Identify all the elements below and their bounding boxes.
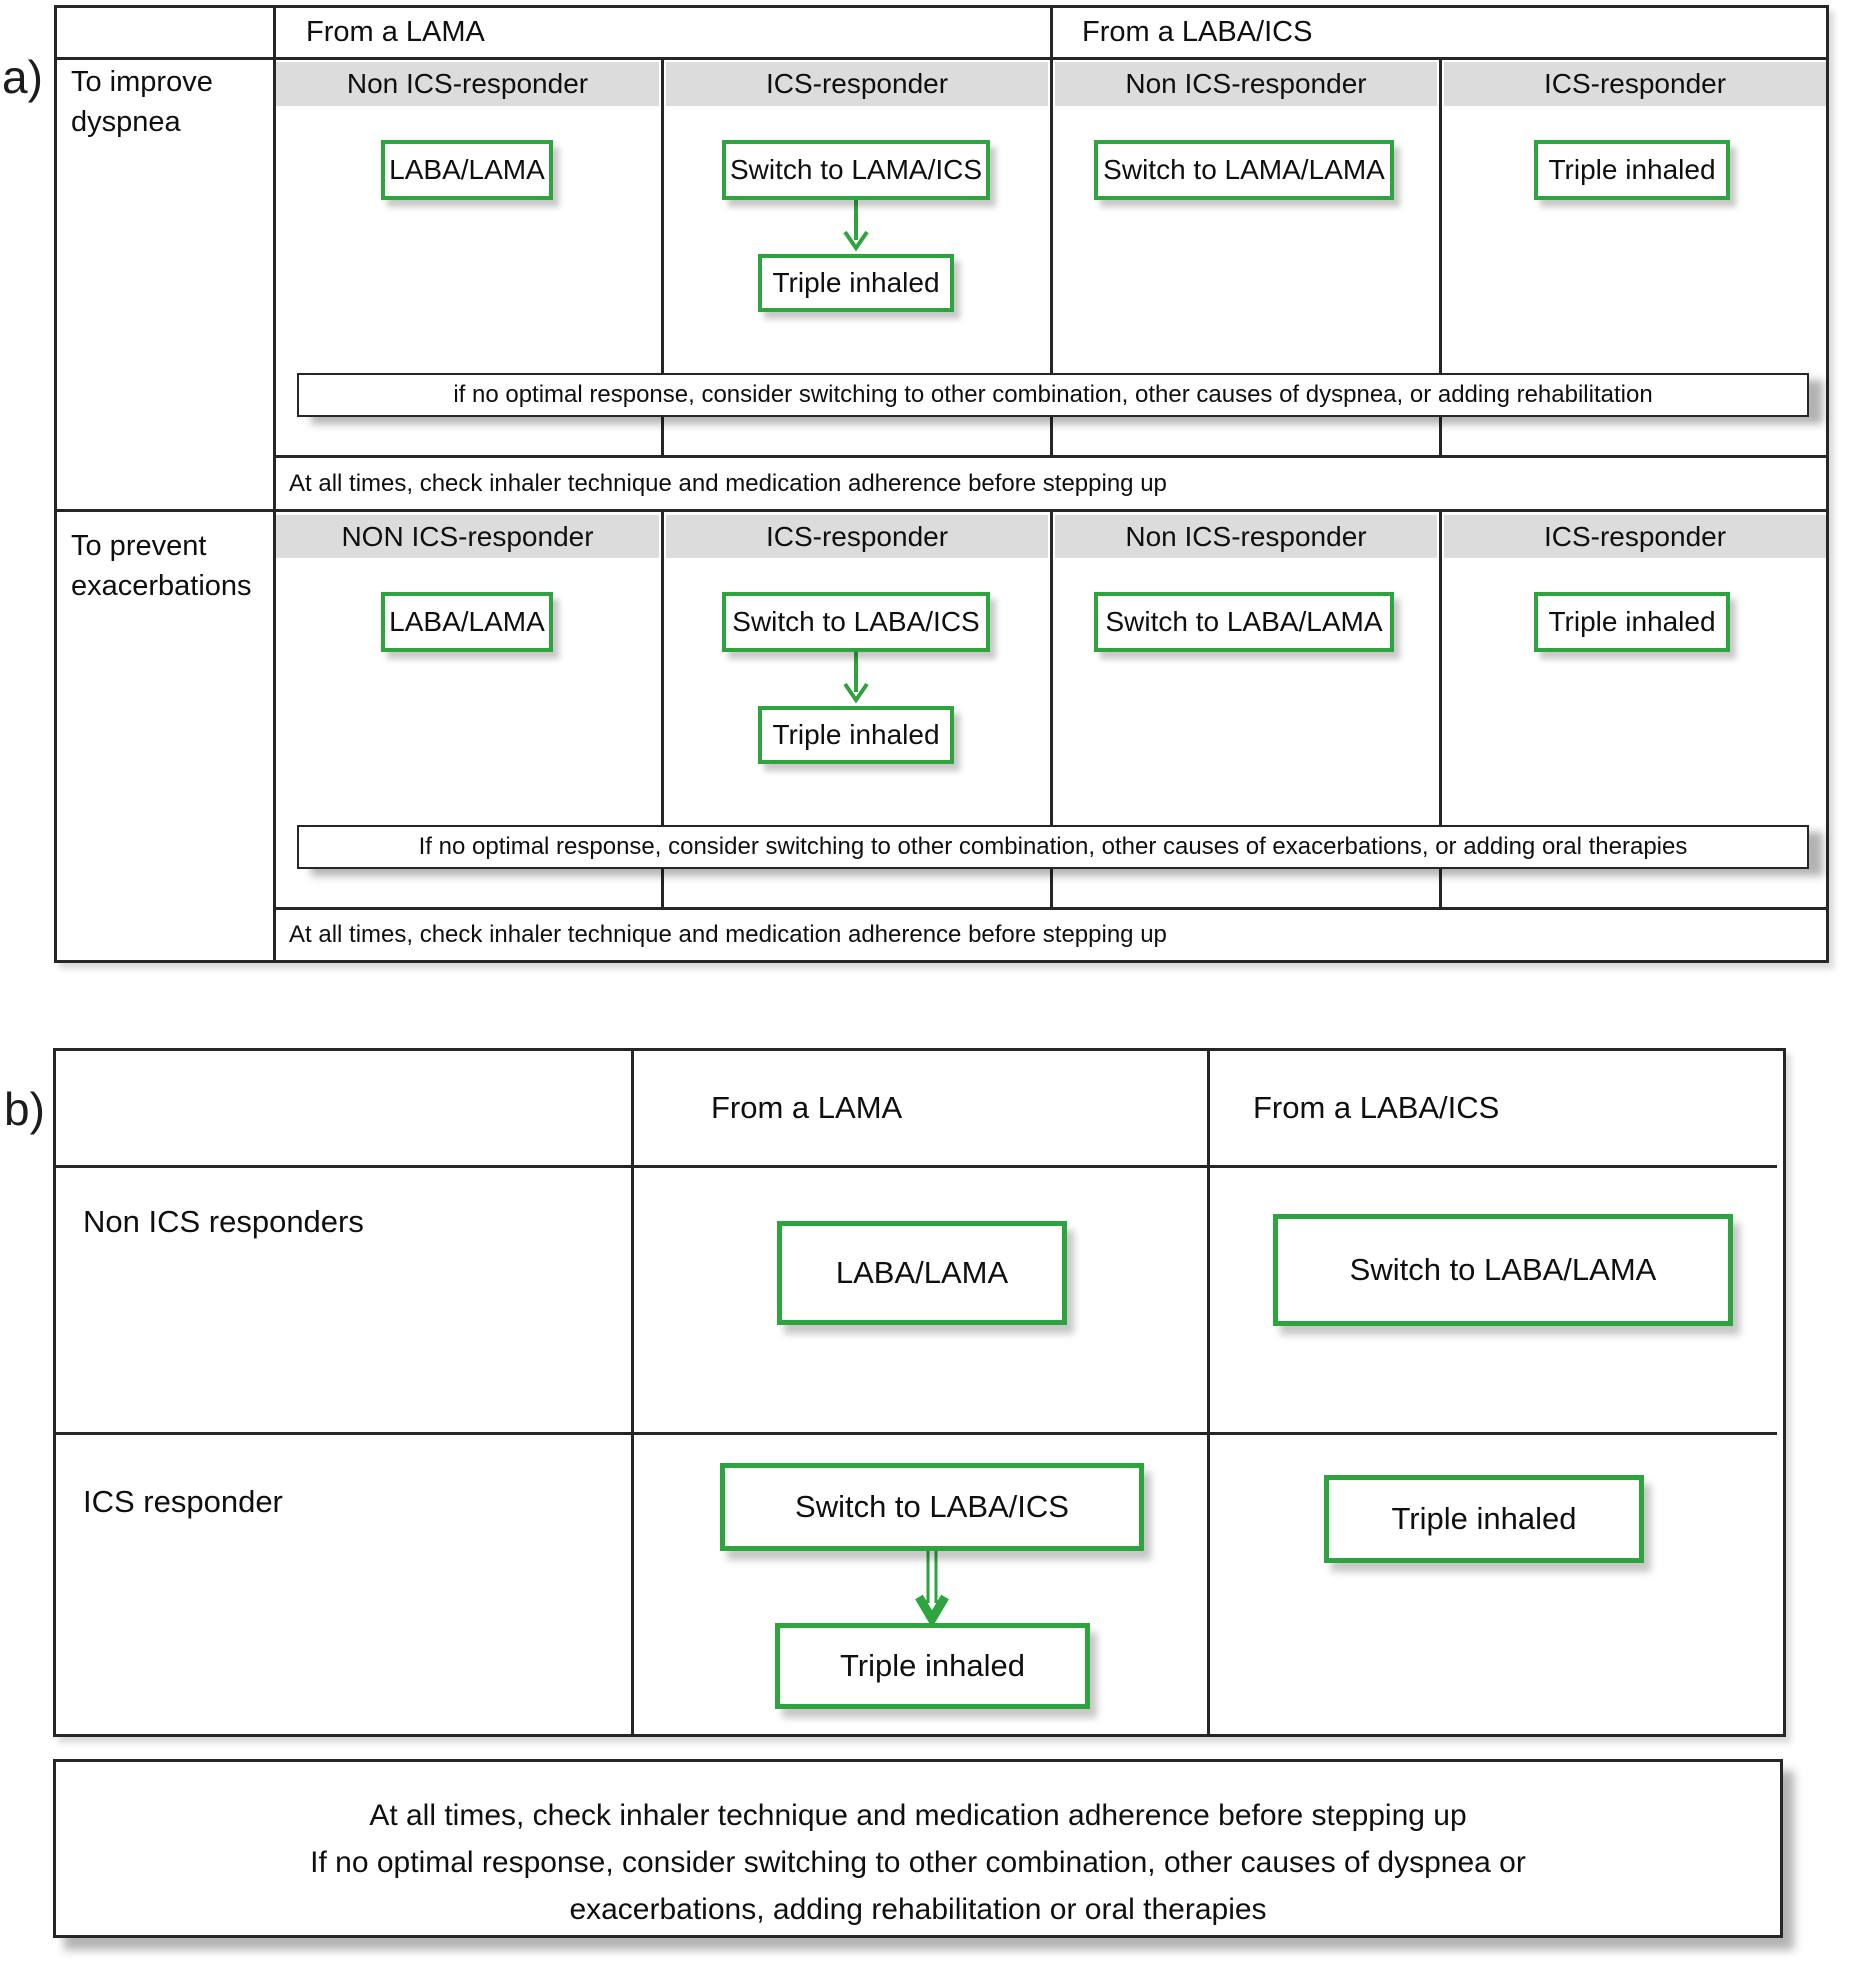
s1-down-arrow-icon bbox=[843, 200, 869, 252]
s1-box-switch-lama-lama: Switch to LAMA/LAMA bbox=[1094, 140, 1394, 200]
panel-a-table: From a LAMA From a LABA/ICS To improve d… bbox=[54, 5, 1829, 963]
b-col-header-from-labaics: From a LABA/ICS bbox=[1253, 1090, 1500, 1125]
s2-col-divider-2 bbox=[1050, 509, 1053, 907]
s1-subheader-ics-2: ICS-responder bbox=[1444, 62, 1826, 106]
b-box-switch-laba-lama: Switch to LABA/LAMA bbox=[1273, 1214, 1733, 1326]
footer-line-2: If no optimal response, consider switchi… bbox=[310, 1846, 1526, 1879]
col-header-from-labaics: From a LABA/ICS bbox=[1082, 16, 1313, 48]
s2-subheader-non-ics-2: Non ICS-responder bbox=[1055, 515, 1437, 558]
b-box-switch-laba-ics: Switch to LABA/ICS bbox=[720, 1463, 1144, 1551]
s2-box-triple-inhaled-right: Triple inhaled bbox=[1534, 592, 1730, 652]
panel-b-footer-box: At all times, check inhaler technique an… bbox=[53, 1759, 1783, 1938]
s2-note-bar: If no optimal response, consider switchi… bbox=[297, 825, 1809, 869]
b-row-label-non-ics-responders: Non ICS responders bbox=[83, 1204, 364, 1239]
s1-col-divider-1 bbox=[661, 57, 664, 455]
header-row-divider bbox=[57, 57, 1826, 60]
s1-box-switch-lama-ics: Switch to LAMA/ICS bbox=[722, 140, 990, 200]
panel-b-table: From a LAMA From a LABA/ICS Non ICS resp… bbox=[53, 1048, 1786, 1737]
row-label-improve-dyspnea: To improve dyspnea bbox=[71, 66, 213, 139]
s1-subheader-ics-1: ICS-responder bbox=[666, 62, 1048, 106]
row-label-prevent-exacerbations: To prevent exacerbations bbox=[71, 530, 252, 603]
s1-box-triple-inhaled-right: Triple inhaled bbox=[1534, 140, 1730, 200]
b-box-triple-inhaled-under-arrow: Triple inhaled bbox=[775, 1623, 1090, 1709]
b-row-label-ics-responder: ICS responder bbox=[83, 1484, 283, 1519]
b-mid-column-divider bbox=[1207, 1051, 1210, 1734]
s2-box-triple-inhaled-under-arrow: Triple inhaled bbox=[758, 706, 954, 764]
panel-b-label: b) bbox=[4, 1083, 45, 1135]
s2-col-divider-1 bbox=[661, 509, 664, 907]
s2-subheader-non-ics-1: NON ICS-responder bbox=[276, 515, 659, 558]
footer-line-1: At all times, check inhaler technique an… bbox=[369, 1799, 1467, 1832]
panel-a-label: a) bbox=[2, 51, 43, 103]
b-double-down-arrow-icon bbox=[915, 1551, 949, 1625]
footer-line-3: exacerbations, adding rehabilitation or … bbox=[569, 1893, 1267, 1926]
b-row-divider bbox=[56, 1432, 1777, 1435]
b-box-laba-lama: LABA/LAMA bbox=[777, 1221, 1067, 1325]
s1-note-bar: if no optimal response, consider switchi… bbox=[297, 373, 1809, 417]
s2-footer-divider bbox=[273, 907, 1826, 910]
s1-box-laba-lama: LABA/LAMA bbox=[381, 140, 553, 200]
s1-box-triple-inhaled-under-arrow: Triple inhaled bbox=[758, 254, 954, 312]
s2-col-divider-3 bbox=[1439, 509, 1442, 907]
s1-subheader-non-ics-1: Non ICS-responder bbox=[276, 62, 659, 106]
s2-box-switch-laba-ics: Switch to LABA/ICS bbox=[722, 592, 990, 652]
s2-subheader-ics-1: ICS-responder bbox=[666, 515, 1048, 558]
s2-subheader-ics-2: ICS-responder bbox=[1444, 515, 1826, 558]
col-header-from-lama: From a LAMA bbox=[306, 16, 485, 48]
b-box-triple-inhaled-right: Triple inhaled bbox=[1324, 1475, 1644, 1563]
s2-box-laba-lama: LABA/LAMA bbox=[381, 592, 553, 652]
s2-box-switch-laba-lama: Switch to LABA/LAMA bbox=[1094, 592, 1394, 652]
s1-subheader-non-ics-2: Non ICS-responder bbox=[1055, 62, 1437, 106]
b-col-header-from-lama: From a LAMA bbox=[711, 1090, 903, 1125]
s1-col-divider-3 bbox=[1439, 57, 1442, 455]
s2-footer-note: At all times, check inhaler technique an… bbox=[289, 921, 1167, 948]
s1-footer-divider bbox=[273, 455, 1826, 458]
header-mid-divider bbox=[1050, 8, 1053, 57]
b-label-column-divider bbox=[631, 1051, 634, 1734]
s1-col-divider-2 bbox=[1050, 57, 1053, 455]
s1-footer-note: At all times, check inhaler technique an… bbox=[289, 469, 1167, 497]
s2-down-arrow-icon bbox=[843, 652, 869, 704]
label-column-divider bbox=[273, 8, 276, 960]
section-divider bbox=[57, 509, 1826, 512]
b-header-row-divider bbox=[56, 1165, 1777, 1168]
